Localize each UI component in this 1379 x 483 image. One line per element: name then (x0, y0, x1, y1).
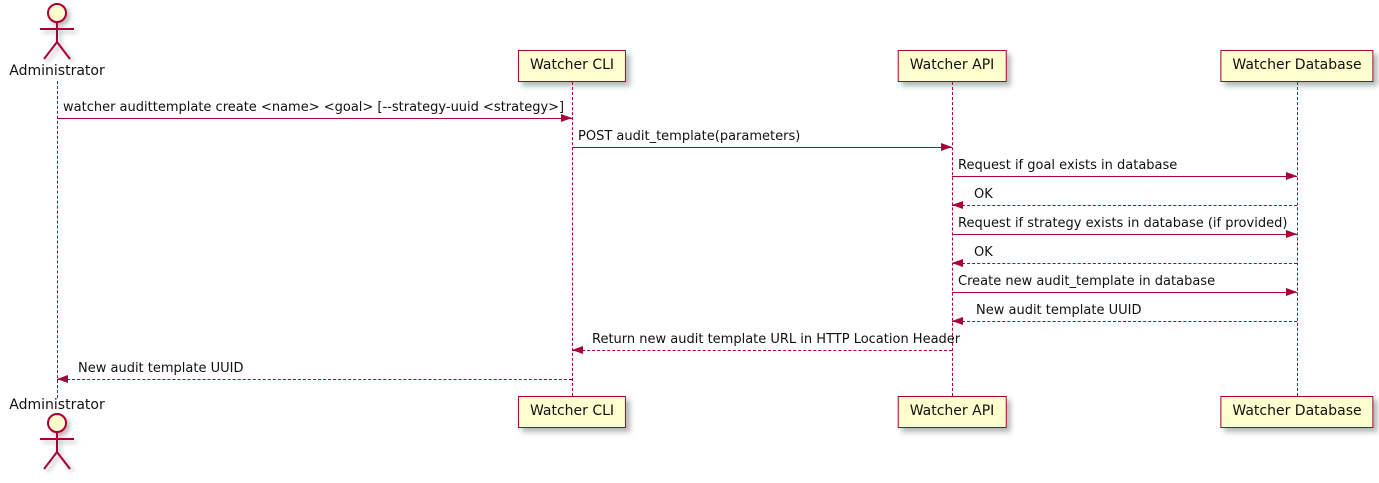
arrowhead-right-icon (1286, 172, 1297, 180)
arrowhead-right-icon (561, 114, 572, 122)
message-4-label: OK (974, 187, 993, 202)
arrowhead-right-icon (1286, 230, 1297, 238)
message-9-label: Return new audit template URL in HTTP Lo… (592, 332, 961, 347)
lifeline-watcher-cli (572, 82, 573, 396)
participant-watcher-database-bottom: Watcher Database (1220, 396, 1374, 428)
lifeline-watcher-api (952, 82, 953, 396)
participant-watcher-api-bottom: Watcher API (897, 396, 1007, 428)
message-4-line (952, 205, 1297, 206)
arrowhead-right-icon (1286, 288, 1297, 296)
actor-icon (40, 413, 74, 470)
arrowhead-left-icon (952, 317, 963, 325)
arrowhead-left-icon (572, 346, 583, 354)
message-2-line (572, 147, 952, 148)
message-8-label: New audit template UUID (976, 303, 1142, 318)
message-5-line (952, 234, 1297, 235)
message-1-line (57, 118, 572, 119)
lifeline-administrator (57, 81, 58, 398)
message-6-line (952, 263, 1297, 264)
actor-label-top: Administrator (9, 63, 105, 79)
arrowhead-left-icon (952, 201, 963, 209)
participant-watcher-cli-top: Watcher CLI (517, 50, 627, 82)
message-10-line (57, 379, 572, 380)
message-6-label: OK (974, 245, 993, 260)
message-5-label: Request if strategy exists in database (… (958, 216, 1288, 231)
actor-icon (40, 3, 74, 60)
message-3-line (952, 176, 1297, 177)
message-3-label: Request if goal exists in database (958, 158, 1178, 173)
message-9-line (572, 350, 952, 351)
actor-label-bottom: Administrator (9, 397, 105, 413)
message-7-label: Create new audit_template in database (958, 274, 1216, 289)
message-8-line (952, 321, 1297, 322)
lifeline-watcher-database (1297, 82, 1298, 396)
arrowhead-right-icon (941, 143, 952, 151)
message-10-label: New audit template UUID (78, 361, 244, 376)
participant-watcher-api-top: Watcher API (897, 50, 1007, 82)
message-2-label: POST audit_template(parameters) (578, 129, 801, 144)
message-7-line (952, 292, 1297, 293)
message-1-label: watcher audittemplate create <name> <goa… (63, 100, 565, 115)
participant-watcher-database-top: Watcher Database (1220, 50, 1374, 82)
participant-watcher-cli-bottom: Watcher CLI (517, 396, 627, 428)
arrowhead-left-icon (57, 375, 68, 383)
arrowhead-left-icon (952, 259, 963, 267)
